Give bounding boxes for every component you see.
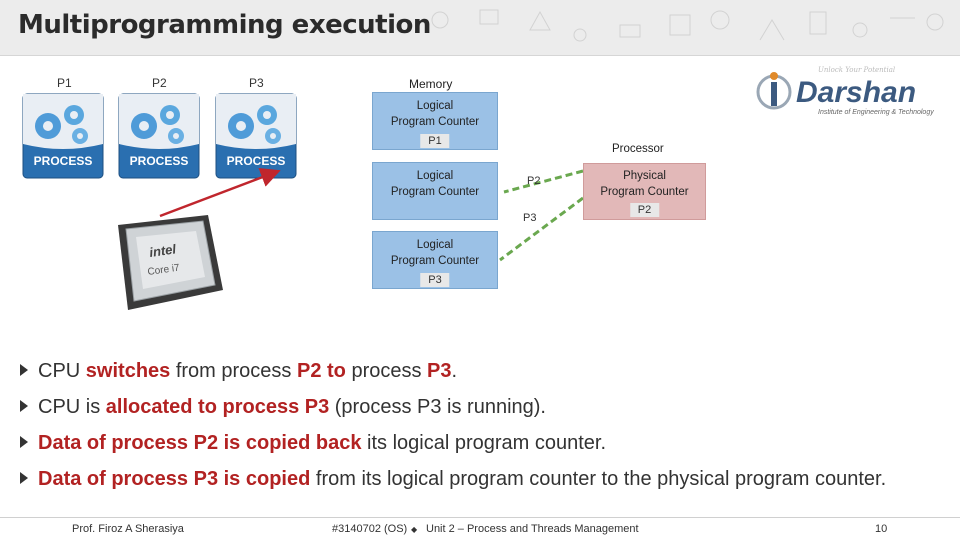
memory-block-p2: Logical Program Counter <box>372 162 498 220</box>
darshan-logo: Unlock Your Potential Darshan Institute … <box>756 66 934 116</box>
processor-line1: Physical <box>623 170 666 182</box>
memory-block-line2: Program Counter <box>390 186 480 198</box>
bullet-highlight-text: switches <box>85 360 171 382</box>
bullet-highlight-text: Data of process P2 is copied back <box>38 432 362 454</box>
memory-block-value: P1 <box>420 134 450 148</box>
cpu-brand: intel <box>148 241 177 260</box>
process-gear-icon: PROCESS <box>215 93 297 179</box>
bullet-highlight-text: Data of process P3 is copied <box>38 468 311 490</box>
process-badge-text: PROCESS <box>34 154 93 168</box>
cpu-model: Core i7 <box>147 263 181 278</box>
processor-value: P2 <box>629 203 660 217</box>
bullet-text: from its logical program counter to the … <box>310 468 887 490</box>
bullet-arrow-icon <box>20 400 28 412</box>
memory-block-line1: Logical <box>416 170 454 182</box>
bullet-arrow-icon <box>20 364 28 376</box>
processor-label: Processor <box>612 143 664 155</box>
memory-label: Memory <box>409 77 453 91</box>
process-label-p2: P2 <box>152 76 167 90</box>
memory-block-line1: Logical <box>416 239 454 251</box>
logo-top-text: Unlock Your Potential <box>818 66 895 74</box>
bullet-item: CPU switches from process P2 to process … <box>20 358 886 394</box>
footer-author: Prof. Firoz A Sherasiya <box>72 523 184 535</box>
bullet-arrow-icon <box>20 436 28 448</box>
arrow-label-p3: P3 <box>523 212 537 224</box>
process-gear-icon: PROCESS <box>118 93 200 179</box>
bullet-text: its logical program counter. <box>361 432 607 454</box>
bullet-text: . <box>451 360 458 382</box>
bullet-item: Data of process P3 is copied from its lo… <box>20 466 886 502</box>
memory-block-p1: Logical Program Counter P1 <box>372 92 498 150</box>
memory-block-line1: Logical <box>416 100 454 112</box>
bullet-text: from process <box>170 360 297 382</box>
bullet-arrow-icon <box>20 472 28 484</box>
bullet-item: CPU is allocated to process P3 (process … <box>20 394 886 430</box>
footer-separator: ◆ <box>411 525 418 534</box>
bullet-text: process <box>345 360 428 382</box>
bullet-text: CPU <box>38 360 86 382</box>
arrow-p2-to-memory <box>503 169 584 194</box>
page-title: Multiprogramming execution <box>18 10 431 40</box>
cpu-chip-icon: intel Core i7 <box>118 215 223 310</box>
footer-course: #3140702 (OS) <box>332 523 408 535</box>
bullet-highlight-text: allocated to process P3 <box>105 396 330 418</box>
process-gear-icon: PROCESS <box>22 93 104 179</box>
bullet-text: CPU is <box>38 396 106 418</box>
memory-block-value: P3 <box>420 273 450 287</box>
process-label-p1: P1 <box>57 76 72 90</box>
bullet-highlight-text: P3 <box>427 360 452 382</box>
processor-block: Physical Program Counter P2 <box>583 163 706 220</box>
bullet-list: CPU switches from process P2 to process … <box>20 358 886 502</box>
memory-block-p3: Logical Program Counter P3 <box>372 231 498 289</box>
bullet-text: (process P3 is running). <box>329 396 546 418</box>
arrow-label-p2: P2 <box>527 175 541 187</box>
logo-tagline: Institute of Engineering & Technology <box>818 109 934 116</box>
process-badge-text: PROCESS <box>130 154 189 168</box>
logo-name: Darshan <box>796 76 916 109</box>
bullet-item: Data of process P2 is copied back its lo… <box>20 430 886 466</box>
process-label-p3: P3 <box>249 76 264 90</box>
processor-line2: Program Counter <box>600 186 689 198</box>
bullet-highlight-text: P2 to <box>296 360 346 382</box>
arrow-p3-to-processor <box>499 196 584 262</box>
footer-unit: Unit 2 – Process and Threads Management <box>426 523 639 535</box>
header-bar: Multiprogramming execution <box>0 0 960 56</box>
memory-block-line2: Program Counter <box>390 116 480 128</box>
header-doodle-pattern <box>431 9 944 42</box>
footer-bar: Prof. Firoz A Sherasiya #3140702 (OS) ◆ … <box>0 517 960 541</box>
memory-block-line2: Program Counter <box>390 255 480 267</box>
footer-page-number: 10 <box>875 523 888 535</box>
process-badge-text: PROCESS <box>227 154 286 168</box>
